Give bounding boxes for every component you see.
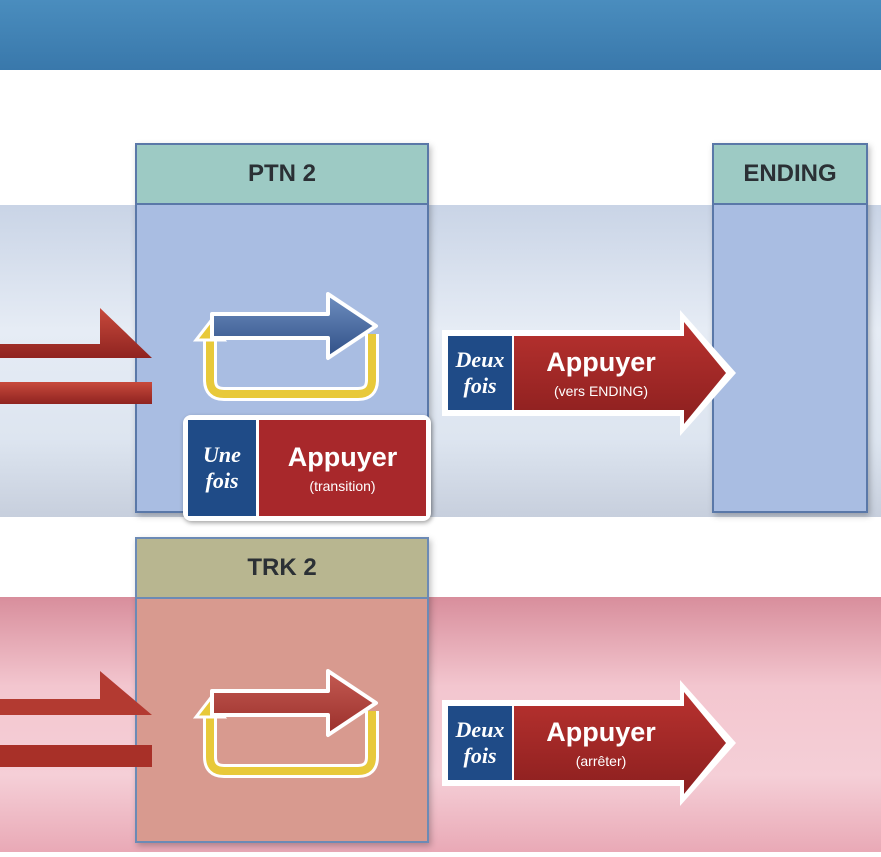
loop-arrow-icon (192, 669, 379, 778)
press-count-label: Deux fois (448, 706, 512, 780)
loop-arrow-icon (192, 292, 379, 401)
action-title: Appuyer (287, 442, 398, 472)
incoming-arrow-icon (0, 671, 152, 767)
count-line-2: fois (463, 743, 497, 768)
count-line-1: Une (203, 442, 241, 467)
action-detail: (vers ENDING) (553, 383, 649, 399)
press-action-label: Appuyer (vers ENDING) (520, 336, 682, 410)
count-line-1: Deux (455, 717, 505, 742)
outgoing-arrow-icon (442, 310, 736, 436)
count-line-1: Deux (455, 347, 505, 372)
count-line-2: fois (205, 468, 239, 493)
press-action-label: Appuyer (transition) (259, 420, 426, 516)
action-detail: (transition) (309, 478, 376, 494)
press-count-label: Deux fois (448, 336, 512, 410)
trk-column-title: TRK 2 (137, 539, 427, 599)
action-detail: (arrêter) (575, 753, 627, 769)
incoming-arrow-icon (0, 308, 152, 404)
press-twice-stop-button[interactable]: Deux fois (448, 706, 512, 780)
ending-column-title: ENDING (714, 145, 866, 205)
press-twice-ending-button[interactable]: Deux fois (448, 336, 512, 410)
header-bar (0, 0, 881, 70)
press-action-label: Appuyer (arrêter) (520, 706, 682, 780)
outgoing-arrow-icon (442, 680, 736, 806)
count-line-2: fois (463, 373, 497, 398)
press-once-transition-button[interactable]: Une fois Appuyer (transition) (183, 415, 431, 521)
ptn-column-title: PTN 2 (137, 145, 427, 205)
action-title: Appuyer (546, 717, 656, 747)
action-title: Appuyer (546, 347, 656, 377)
press-count-label: Une fois (188, 420, 256, 516)
ending-column: ENDING (712, 143, 868, 513)
